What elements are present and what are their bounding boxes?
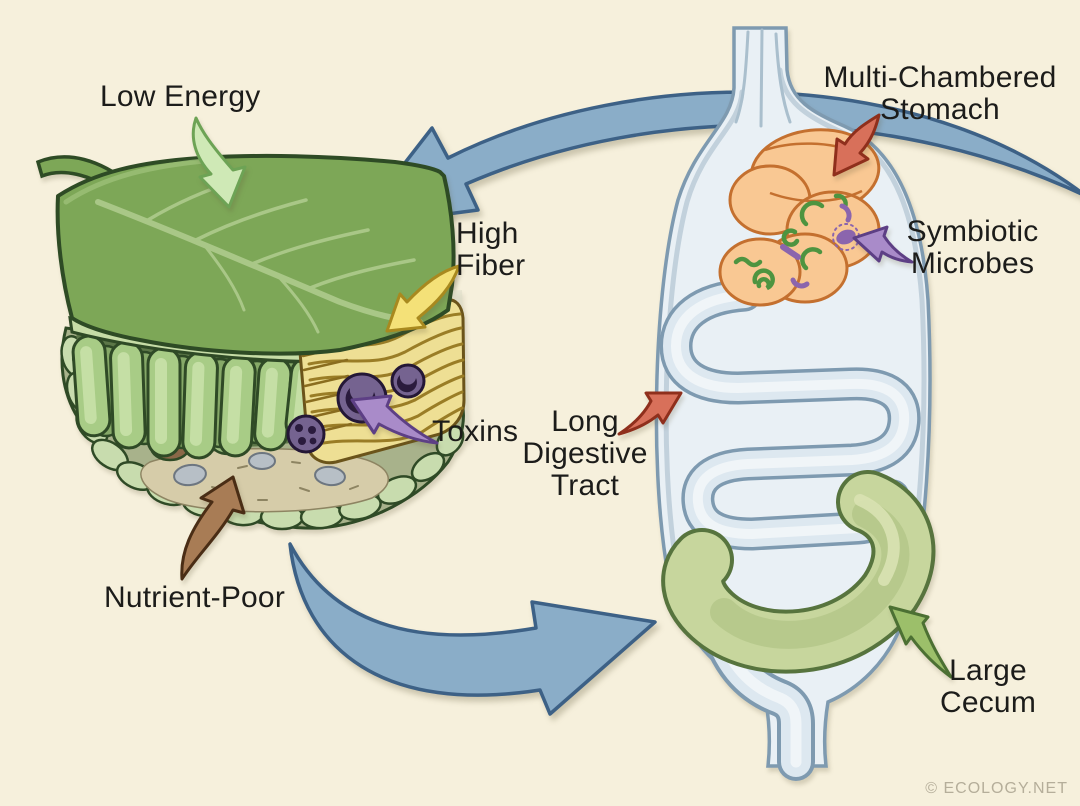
microbes	[733, 193, 860, 291]
leaf-cross-section	[35, 153, 470, 531]
label-symbiotic-microbes: Symbiotic Microbes	[906, 215, 1039, 280]
label-low-energy: Low Energy	[100, 80, 261, 113]
stomach-arrow-icon	[832, 113, 881, 177]
label-toxins: Toxins	[432, 415, 519, 448]
cycle-arrow-bottom-icon	[288, 542, 657, 716]
cecum-arrow-icon	[888, 605, 953, 679]
leaf-blade	[35, 153, 456, 356]
digestive-tract	[654, 26, 936, 781]
label-nutrient-poor: Nutrient-Poor	[104, 581, 286, 614]
palisade-cells	[68, 315, 340, 460]
tract-arrow-icon	[617, 391, 683, 436]
label-high-fiber: High Fiber	[456, 217, 526, 282]
low-energy-arrow-icon	[191, 116, 247, 209]
high-fiber-arrow-icon	[385, 264, 461, 333]
label-large-cecum: Large Cecum	[939, 654, 1037, 719]
toxins-arrow-icon	[350, 394, 439, 445]
small-intestine	[659, 278, 921, 551]
cecum	[661, 470, 936, 674]
esophagus	[734, 28, 792, 128]
watermark-text: © ECOLOGY.NET	[925, 780, 1068, 797]
microbes-arrow-icon	[852, 225, 914, 264]
label-long-digestive-tract: Long Digestive Tract	[522, 405, 648, 502]
label-multi-chambered-stomach: Multi-Chambered Stomach	[823, 61, 1057, 126]
nutrient-poor-arrow-icon	[180, 475, 246, 581]
